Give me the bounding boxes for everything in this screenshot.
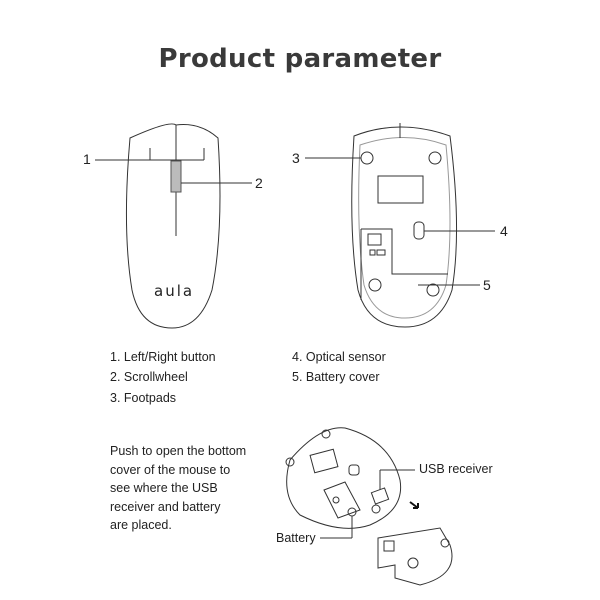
instruction-line: cover of the mouse to [110, 462, 231, 477]
mouse-bottom-view [305, 123, 495, 328]
callout-1: 1 [83, 151, 91, 167]
instruction-line: receiver and battery [110, 499, 221, 514]
legend-item: 5. Battery cover [292, 370, 380, 384]
page-title: Product parameter [158, 44, 442, 74]
optical-sensor [413, 221, 425, 240]
aula-logo: aula [154, 282, 194, 300]
scrollwheel [170, 160, 182, 193]
legend-item: 4. Optical sensor [292, 350, 386, 364]
mouse-exploded-view [285, 427, 453, 586]
instruction-line: are placed. [110, 518, 172, 532]
instruction-line: see where the USB [110, 481, 218, 495]
callout-5: 5 [483, 277, 491, 293]
usb-receiver-label: USB receiver [419, 462, 493, 476]
arrow-icon [409, 501, 419, 509]
callout-2: 2 [255, 175, 263, 191]
instructions-text: Push to open the bottom cover of the mou… [110, 442, 246, 535]
legend-item: 2. Scrollwheel [110, 370, 188, 384]
battery-label: Battery [276, 531, 316, 545]
instruction-line: Push to open the bottom [110, 444, 247, 458]
callout-4: 4 [500, 223, 508, 239]
mouse-top-view [95, 123, 252, 329]
callout-3: 3 [292, 150, 300, 166]
legend-item: 1. Left/Right button [110, 350, 216, 364]
legend-item: 3. Footpads [110, 391, 177, 405]
